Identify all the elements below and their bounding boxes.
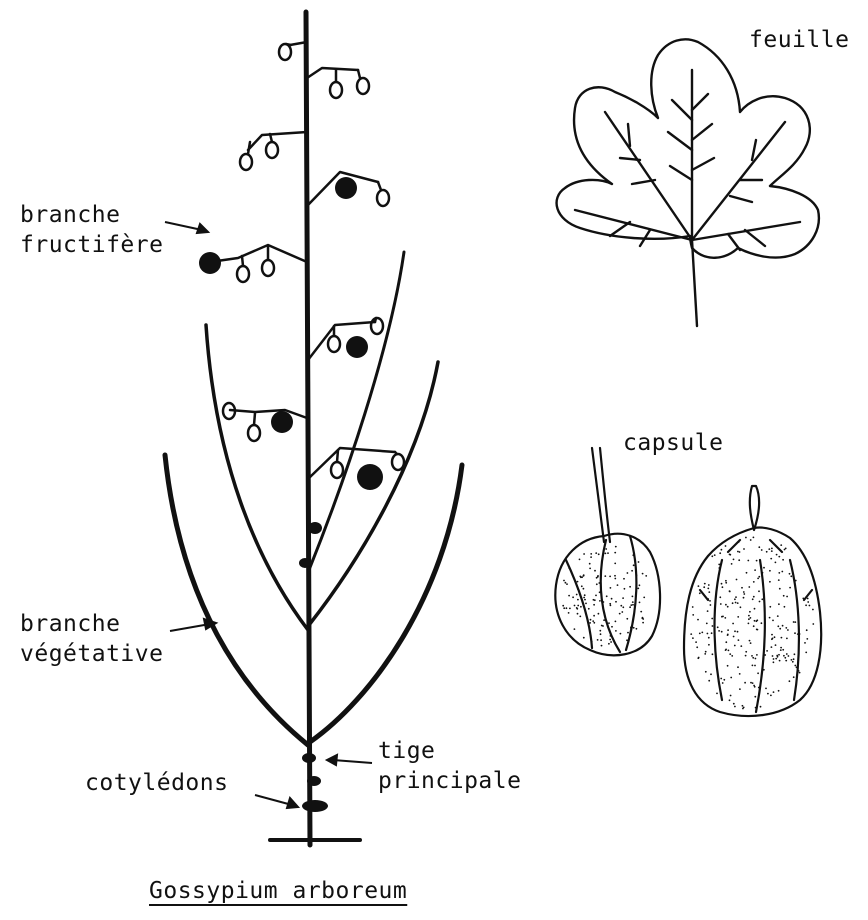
- capsule-stipple: [562, 537, 814, 710]
- label-branche-vegetative-line2: végétative: [20, 641, 163, 668]
- main-stem: [306, 12, 310, 845]
- label-arrows: [165, 222, 372, 808]
- label-feuille: feuille: [749, 27, 849, 54]
- label-tige-line1: tige: [378, 738, 435, 765]
- fruiting-branches: [210, 42, 395, 478]
- label-branche-fructifere-line2: fructifère: [20, 232, 163, 259]
- label-tige-line2: principale: [378, 768, 521, 795]
- label-branche-vegetative-line1: branche: [20, 611, 120, 638]
- label-branche-fructifere-line1: branche: [20, 202, 120, 229]
- label-cotyledons: cotylédons: [85, 770, 228, 797]
- flower-buds: [223, 44, 404, 478]
- label-capsule: capsule: [623, 430, 723, 457]
- vegetative-branches: [165, 252, 462, 745]
- bolls: [199, 177, 383, 812]
- capsule-drawings: [555, 448, 821, 716]
- leaf-drawing: [557, 39, 819, 326]
- figure-title: Gossypium arboreum: [149, 878, 407, 905]
